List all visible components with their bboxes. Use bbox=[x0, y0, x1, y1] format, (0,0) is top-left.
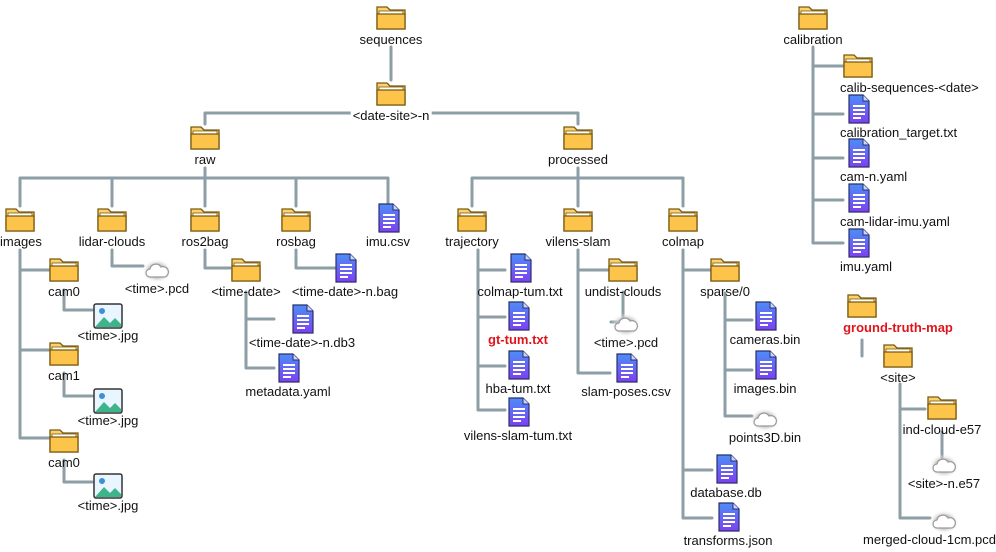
folder-label: vilens-slam bbox=[545, 234, 611, 249]
folder-label: cam1 bbox=[48, 368, 80, 383]
folder-label: raw bbox=[194, 152, 216, 167]
file-label: <time>.jpg bbox=[77, 413, 139, 428]
folder-icon bbox=[97, 208, 127, 232]
folder-icon bbox=[883, 344, 913, 368]
folder-icon bbox=[5, 208, 35, 232]
file-icon bbox=[716, 454, 738, 484]
file-label: cameras.bin bbox=[729, 332, 801, 347]
cloud-icon bbox=[611, 313, 641, 337]
folder-label: colmap bbox=[662, 234, 704, 249]
folder-label: cam0 bbox=[48, 455, 80, 470]
folder-icon bbox=[231, 258, 261, 282]
file-icon bbox=[848, 94, 870, 124]
folder-label: images bbox=[0, 234, 42, 249]
folder-label: calib-sequences-<date> bbox=[840, 80, 979, 95]
cloud-icon bbox=[929, 454, 959, 478]
cloud-icon bbox=[142, 259, 172, 283]
folder-label: trajectory bbox=[445, 234, 499, 249]
file-label: transforms.json bbox=[683, 533, 773, 548]
file-label: images.bin bbox=[733, 381, 797, 396]
folder-label: ind-cloud-e57 bbox=[902, 422, 982, 437]
file-label: cam-lidar-imu.yaml bbox=[840, 214, 950, 229]
folder-icon bbox=[563, 126, 593, 150]
file-label: <time>.pcd bbox=[593, 335, 659, 350]
file-label: merged-cloud-1cm.pcd bbox=[863, 532, 996, 547]
folder-icon bbox=[710, 258, 740, 282]
file-label: cam-n.yaml bbox=[840, 169, 908, 184]
image-icon bbox=[93, 303, 123, 329]
folder-icon bbox=[281, 208, 311, 232]
file-icon bbox=[848, 183, 870, 213]
folder-icon bbox=[376, 82, 406, 106]
folder-icon bbox=[927, 396, 957, 420]
file-icon bbox=[755, 350, 777, 380]
folder-icon bbox=[457, 208, 487, 232]
folder-label: <site> bbox=[880, 370, 916, 385]
folder-icon bbox=[798, 6, 828, 30]
file-icon bbox=[508, 301, 530, 331]
folder-label: <date-site>-n bbox=[350, 108, 432, 123]
folder-label: sequences bbox=[359, 32, 423, 47]
folder-icon bbox=[376, 6, 406, 30]
file-icon bbox=[278, 353, 300, 383]
file-label: gt-tum.txt bbox=[488, 332, 548, 347]
file-label: <time-date>-n.bag bbox=[291, 284, 399, 299]
file-label: imu.csv bbox=[365, 234, 411, 249]
folder-icon bbox=[190, 126, 220, 150]
file-icon bbox=[755, 301, 777, 331]
file-label: <time>.jpg bbox=[77, 498, 139, 513]
cloud-icon bbox=[750, 408, 780, 432]
folder-label: calibration bbox=[783, 32, 843, 47]
folder-icon bbox=[49, 429, 79, 453]
file-icon bbox=[718, 502, 740, 532]
file-label: <site>-n.e57 bbox=[907, 476, 981, 491]
folder-icon bbox=[843, 54, 873, 78]
file-icon bbox=[378, 203, 400, 233]
file-label: metadata.yaml bbox=[245, 384, 331, 399]
folder-label: cam0 bbox=[48, 284, 80, 299]
folder-label: <time-date> bbox=[211, 284, 281, 299]
folder-icon bbox=[49, 342, 79, 366]
file-label: imu.yaml bbox=[840, 259, 893, 274]
file-label: slam-poses.csv bbox=[581, 384, 671, 399]
folder-label: rosbag bbox=[276, 234, 316, 249]
file-label: points3D.bin bbox=[728, 430, 802, 445]
folder-label: processed bbox=[548, 152, 608, 167]
file-icon bbox=[848, 228, 870, 258]
file-label: hba-tum.txt bbox=[485, 381, 551, 396]
folder-label: ground-truth-map bbox=[843, 320, 953, 335]
file-label: vilens-slam-tum.txt bbox=[463, 428, 573, 443]
folder-label: undist-clouds bbox=[584, 284, 662, 299]
file-label: database.db bbox=[690, 485, 762, 500]
folder-icon bbox=[563, 208, 593, 232]
file-label: <time>.pcd bbox=[124, 281, 190, 296]
file-icon bbox=[848, 138, 870, 168]
folder-icon bbox=[608, 258, 638, 282]
file-label: colmap-tum.txt bbox=[477, 284, 563, 299]
file-icon bbox=[508, 350, 530, 380]
folder-icon bbox=[190, 208, 220, 232]
file-icon bbox=[510, 253, 532, 283]
folder-icon bbox=[847, 294, 877, 318]
image-icon bbox=[93, 388, 123, 414]
file-icon bbox=[508, 397, 530, 427]
file-icon bbox=[292, 304, 314, 334]
image-icon bbox=[93, 473, 123, 499]
folder-label: ros2bag bbox=[181, 234, 229, 249]
cloud-icon bbox=[929, 510, 959, 534]
folder-label: lidar-clouds bbox=[78, 234, 146, 249]
file-icon bbox=[335, 253, 357, 283]
file-label: <time>.jpg bbox=[77, 328, 139, 343]
folder-icon bbox=[49, 258, 79, 282]
file-icon bbox=[616, 353, 638, 383]
folder-icon bbox=[668, 208, 698, 232]
file-label: calibration_target.txt bbox=[840, 125, 958, 140]
folder-label: sparse/0 bbox=[700, 284, 750, 299]
file-label: <time-date>-n.db3 bbox=[248, 335, 356, 350]
